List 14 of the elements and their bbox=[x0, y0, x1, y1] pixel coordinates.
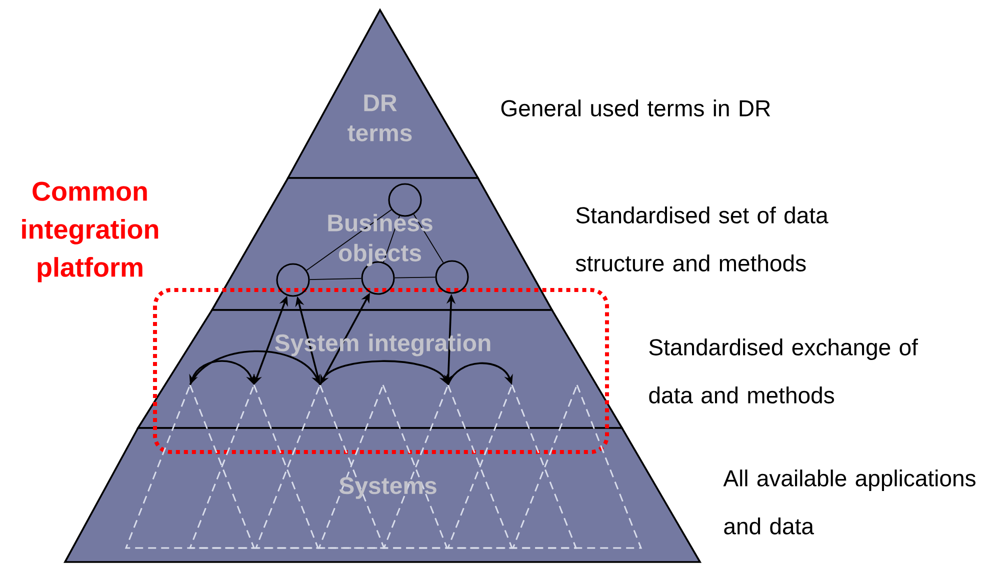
object-circle bbox=[435, 260, 469, 294]
connector-line bbox=[309, 278, 362, 280]
side-description: All available applications and data bbox=[723, 470, 976, 534]
band-label: Systems bbox=[339, 477, 436, 499]
connector-line bbox=[394, 276, 436, 278]
arrow bbox=[189, 350, 320, 386]
platform-label: Common integration platform bbox=[22, 182, 158, 282]
arrow bbox=[447, 362, 513, 386]
side-description: Standardised exchange of data and methods bbox=[649, 338, 918, 404]
band-label: DR terms bbox=[348, 94, 412, 142]
object-circle bbox=[276, 263, 310, 297]
side-description: Standardised set of data structure and methods bbox=[576, 206, 828, 272]
side-description: General used terms in DR bbox=[501, 100, 770, 116]
connector-line bbox=[413, 214, 444, 264]
